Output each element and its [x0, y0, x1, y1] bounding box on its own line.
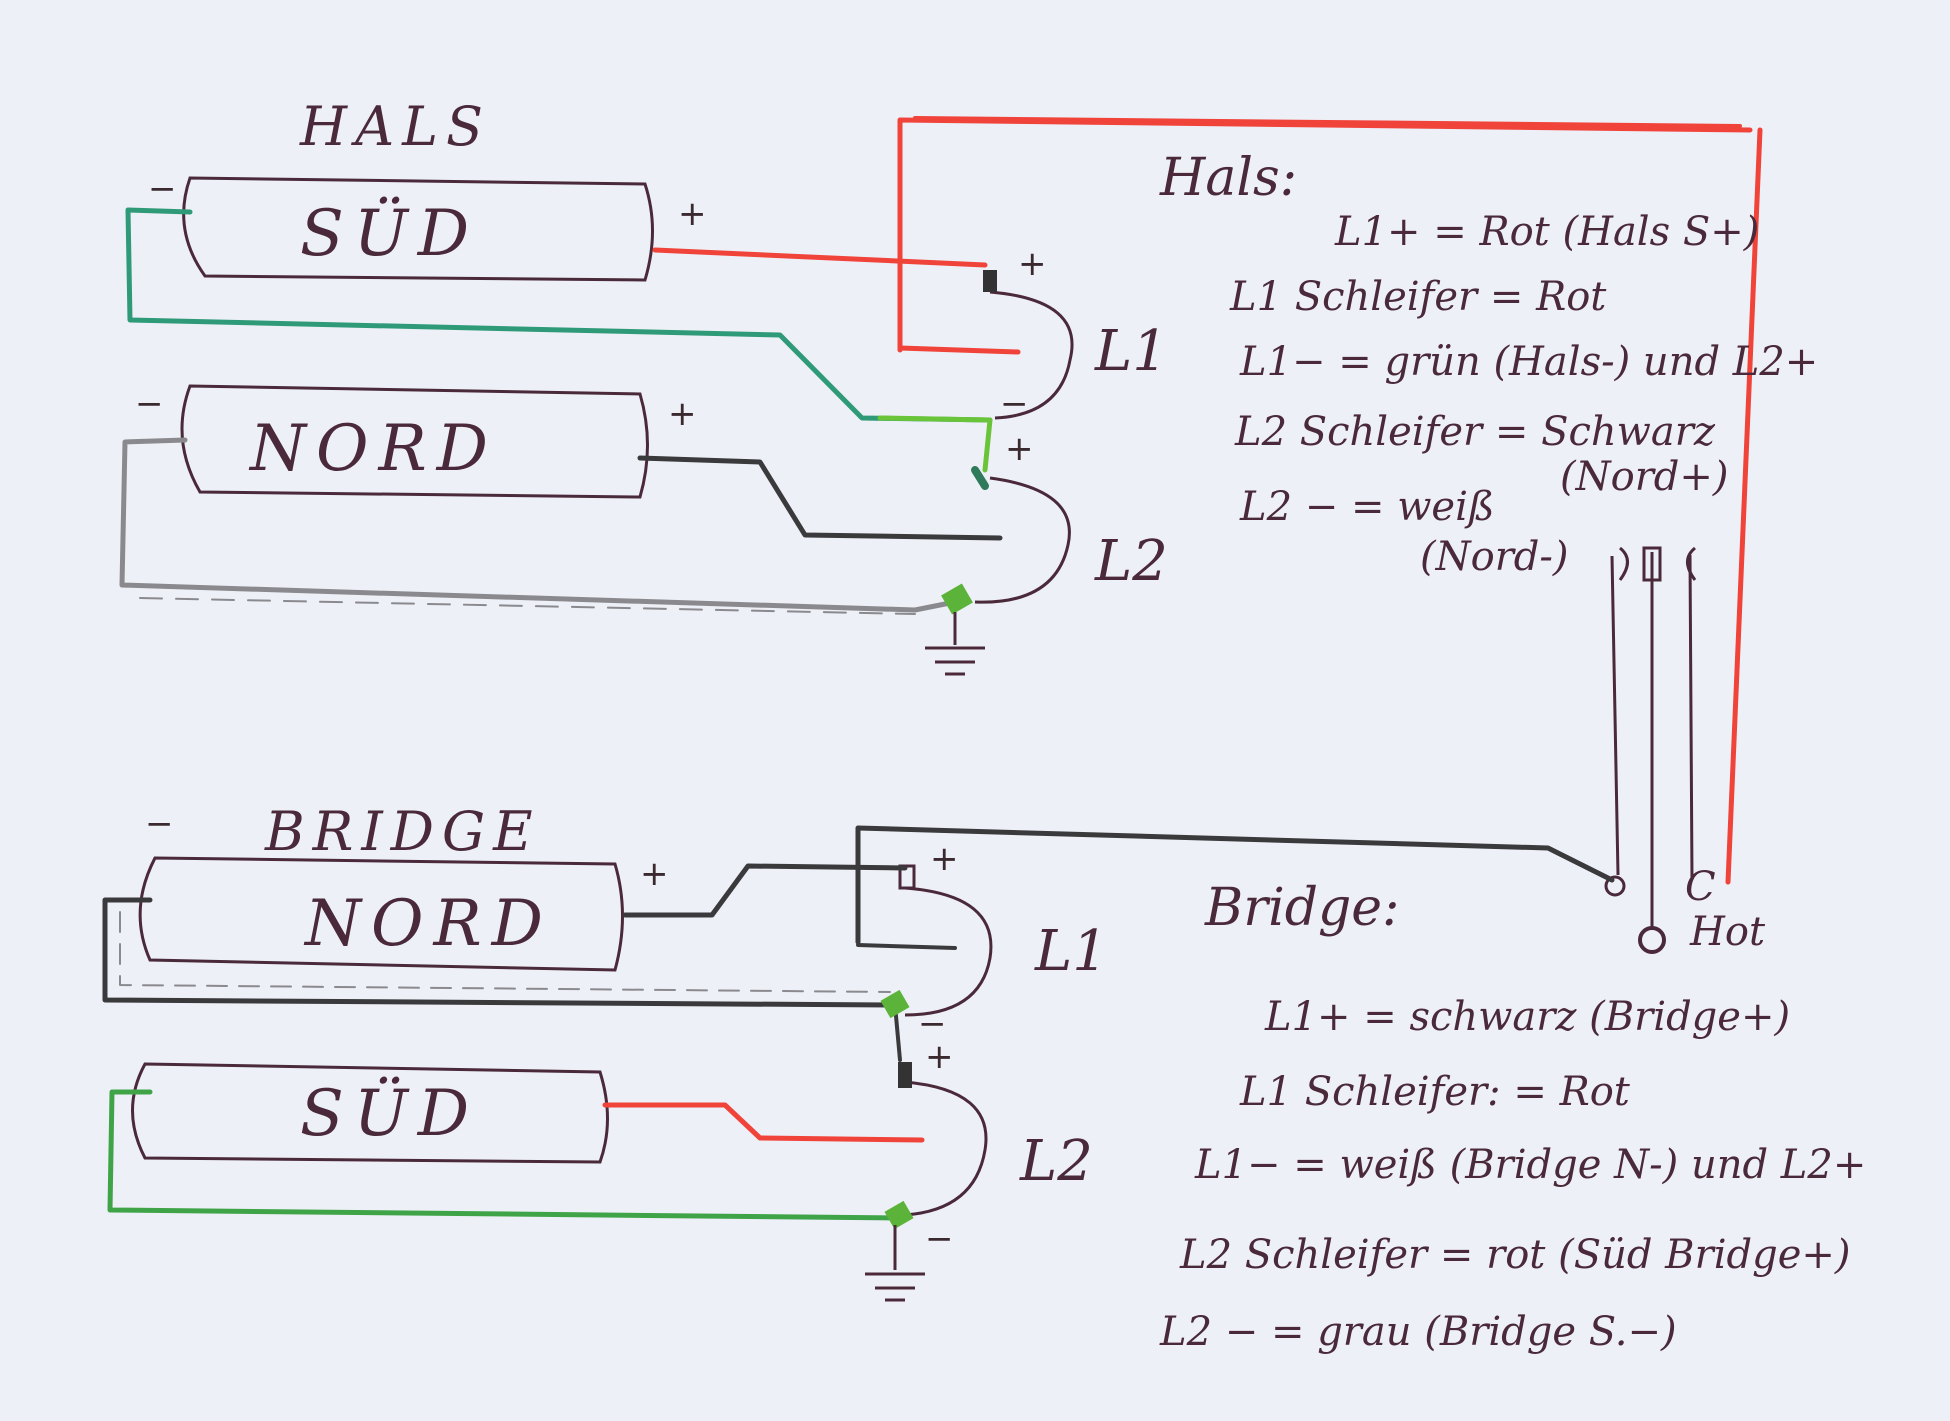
switch-leg-right: [1688, 554, 1694, 881]
wire-teal-l2: [971, 466, 989, 490]
note-line: L1− = weiß (Bridge N-) und L2+: [1194, 1142, 1866, 1188]
note-line: L1− = grün (Hals-) und L2+: [1239, 339, 1818, 385]
switch-hot-lug: [1638, 926, 1666, 954]
neck-north-pickup: NORD − +: [135, 384, 697, 499]
plus-sign: +: [640, 854, 669, 894]
minus-sign: −: [918, 1004, 947, 1044]
notes-bridge: Bridge: L1+ = schwarz (Bridge+) L1 Schle…: [1159, 878, 1866, 1355]
pot-arc: [989, 290, 1074, 420]
plus-sign: +: [668, 394, 697, 434]
wire-green-bridge-minus: [107, 1089, 903, 1221]
note-line: L1 Schleifer: = Rot: [1239, 1069, 1631, 1115]
wire-white-bridge-minus: [102, 897, 893, 1008]
bridge-pot-l1: + L1: [898, 839, 1108, 1017]
pot-label: L2: [1094, 529, 1168, 594]
note-line: (Nord-): [1420, 534, 1569, 580]
wire-black-wiper: [856, 943, 957, 950]
plus-sign: +: [678, 194, 707, 234]
pot-label: L1: [1034, 919, 1108, 984]
neck-header: HALS: [299, 95, 491, 158]
note-line: L1 Schleifer = Rot: [1229, 274, 1607, 320]
notes-neck: Hals: L1+ = Rot (Hals S+) L1 Schleifer =…: [1159, 148, 1818, 580]
note-line: L2 Schleifer = rot (Süd Bridge+): [1179, 1232, 1851, 1278]
plus-sign: +: [930, 839, 959, 879]
bridge-pot-l2: + − − L2: [898, 1004, 1093, 1259]
switch-hot-label: Hot: [1689, 909, 1766, 955]
switch-leg-left: [1610, 555, 1620, 876]
switch-tab: [1642, 546, 1662, 582]
note-line: L2 Schleifer = Schwarz: [1234, 409, 1716, 455]
solder-point: [941, 583, 973, 615]
pot-label: L2: [1019, 1129, 1093, 1194]
switch-tab: [1686, 546, 1697, 581]
note-line: (Nord+): [1560, 454, 1729, 500]
pot-arc: [904, 1080, 988, 1217]
pot-label: L1: [1094, 319, 1168, 384]
neck-ground: [925, 612, 985, 676]
pickup-label: NORD: [303, 887, 553, 961]
notes-neck-title: Hals:: [1159, 148, 1297, 208]
wire-gray-dashed: [139, 597, 916, 615]
note-line: L1+ = schwarz (Bridge+): [1264, 994, 1790, 1040]
note-line: L2 − = weiß: [1239, 484, 1495, 530]
switch-c-label: C: [1685, 864, 1716, 910]
pot-terminal: [898, 864, 916, 890]
minus-sign: −: [145, 804, 174, 844]
solder-point: [880, 989, 910, 1019]
neck-south-pickup: SÜD − +: [148, 169, 707, 282]
switch-lug: [1604, 875, 1626, 897]
plus-sign: +: [925, 1037, 954, 1077]
bridge-ground: [865, 1225, 925, 1302]
switch-tab: [1618, 546, 1629, 581]
pickup-switch: C Hot: [1604, 546, 1766, 955]
wire-red-neck-plus: [652, 247, 988, 268]
minus-sign: −: [148, 169, 177, 209]
bridge-north-pickup: NORD +: [138, 854, 669, 972]
note-line: L2 − = grau (Bridge S.−): [1159, 1309, 1677, 1355]
pot-terminal: [898, 1062, 912, 1088]
wire-black-bridge-plus: [622, 863, 908, 918]
neck-pot-l1: + − L1: [983, 244, 1168, 424]
pickup-body: [138, 856, 624, 972]
wire-red-hot: [897, 117, 1753, 353]
neck-pot-l2: + L2: [974, 429, 1168, 604]
plus-sign: +: [1005, 429, 1034, 469]
pickup-label: NORD: [248, 412, 498, 486]
notes-bridge-title: Bridge:: [1204, 878, 1400, 938]
wire-red-top: [913, 116, 1742, 128]
solder-point: [884, 1200, 914, 1230]
ground-symbol: [925, 612, 985, 676]
wire-black-to-switch: [855, 825, 1615, 945]
bridge-header: BRIDGE: [264, 800, 541, 863]
pot-arc: [904, 886, 993, 1017]
ground-symbol: [865, 1225, 925, 1302]
wire-gray-nord-minus: [119, 437, 968, 613]
wire-red-right: [1725, 127, 1763, 885]
plus-sign: +: [1018, 244, 1047, 284]
minus-sign: −: [1000, 384, 1029, 424]
wire-red-wiper-l1: [897, 345, 1021, 355]
note-line: L1+ = Rot (Hals S+): [1334, 209, 1759, 255]
wire-green-light: [877, 415, 993, 473]
wire-black-nord-plus: [637, 455, 1003, 541]
minus-sign: −: [925, 1219, 954, 1259]
wire-red-sued-plus: [602, 1102, 925, 1143]
wire-gray-dashed: [119, 911, 891, 993]
pot-arc: [974, 476, 1071, 604]
pickup-body: [180, 384, 649, 499]
pickup-label: SÜD: [300, 196, 479, 271]
bridge-south-pickup: SÜD: [131, 1062, 609, 1164]
pickup-label: SÜD: [300, 1076, 479, 1151]
pot-terminal: [983, 270, 997, 292]
minus-sign: −: [135, 384, 164, 424]
